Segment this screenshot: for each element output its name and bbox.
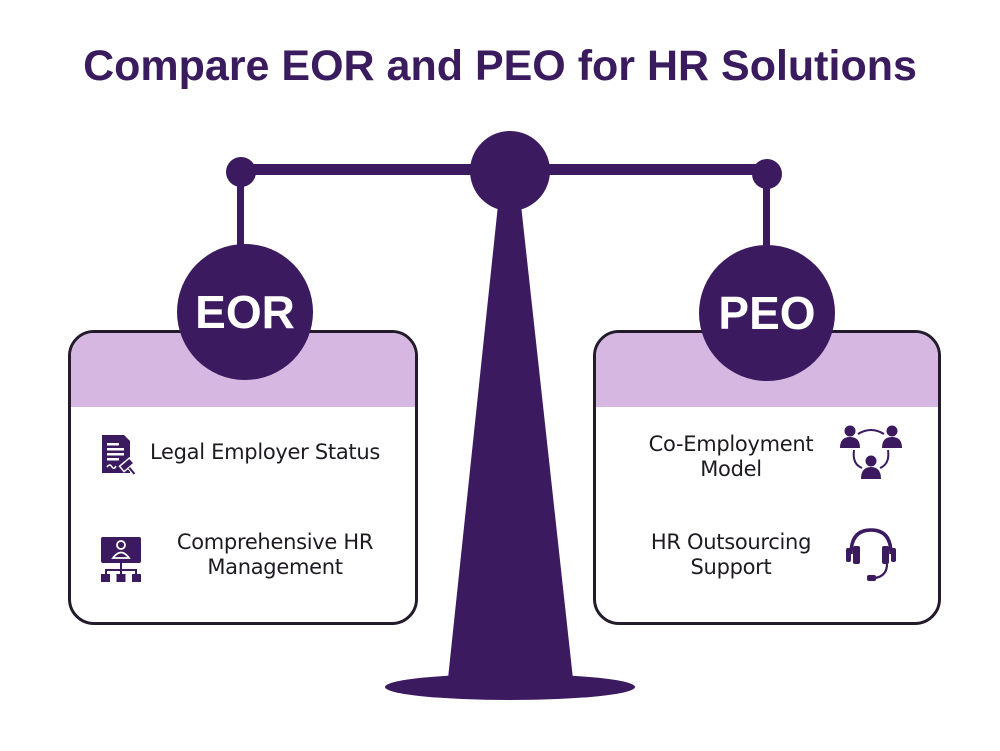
page-title: Compare EOR and PEO for HR Solutions: [83, 42, 917, 90]
peo-item-label-line2: Model: [700, 457, 762, 481]
eor-item-legal-employer-status: Legal Employer Status: [150, 440, 380, 465]
peo-item-label: Co-Employment Model: [649, 432, 814, 482]
hr-management-org-chart-icon: [101, 537, 141, 582]
scale-center-knob: [470, 131, 550, 211]
eor-item-label: Legal Employer Status: [150, 440, 380, 464]
eor-badge: EOR: [177, 244, 313, 380]
peo-item-co-employment-model: Co-Employment Model: [636, 432, 826, 482]
peo-item-hr-outsourcing-support: HR Outsourcing Support: [636, 530, 826, 580]
right-beam-knob: [752, 159, 782, 189]
eor-item-label: Comprehensive HR Management: [176, 530, 374, 580]
peo-badge: PEO: [699, 245, 835, 381]
right-hanger: [763, 172, 770, 252]
eor-item-label-line2: Management: [207, 555, 343, 579]
peo-item-label-line2: Support: [690, 555, 772, 579]
people-network-icon: [840, 425, 902, 479]
scale-base: [385, 674, 635, 700]
left-beam-knob: [226, 157, 256, 187]
peo-item-label-line1: HR Outsourcing: [650, 530, 812, 554]
left-hanger: [237, 170, 244, 250]
eor-item-label-line1: Comprehensive HR: [176, 530, 374, 554]
legal-document-gavel-icon: [102, 435, 137, 477]
headset-icon: [846, 528, 896, 581]
eor-item-comprehensive-hr-management: Comprehensive HR Management: [160, 530, 390, 580]
peo-item-label: HR Outsourcing Support: [650, 530, 812, 580]
peo-item-label-line1: Co-Employment: [648, 432, 814, 456]
scale-pillar: [447, 205, 574, 688]
